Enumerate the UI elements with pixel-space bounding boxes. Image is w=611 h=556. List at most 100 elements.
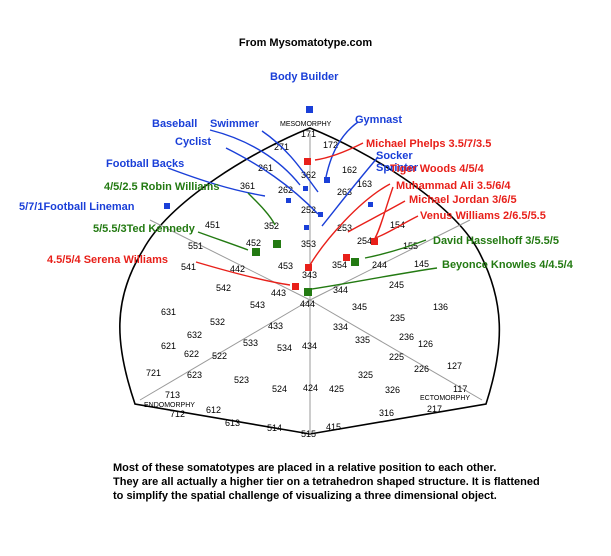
label-michael-phelps: Michael Phelps 3.5/7/3.5 xyxy=(366,138,491,150)
grid-number: 171 xyxy=(301,129,316,139)
green-labels: 4/5/2.5 Robin Williams 5/5.5/3Ted Kenned… xyxy=(93,181,574,271)
label-michael-jordan: Michael Jordan 3/6/5 xyxy=(409,194,517,206)
grid-number: 344 xyxy=(333,285,348,295)
red-markers xyxy=(292,158,378,290)
grid-number: 334 xyxy=(333,322,348,332)
blue-markers xyxy=(164,106,373,230)
grid-number: 434 xyxy=(302,341,317,351)
grid-number: 532 xyxy=(210,317,225,327)
grid-number: 515 xyxy=(301,429,316,439)
grid-number: 424 xyxy=(303,383,318,393)
grid-number: 443 xyxy=(271,288,286,298)
axis-line-ecto-up xyxy=(309,219,471,301)
grid-number: 236 xyxy=(399,332,414,342)
grid-number: 713 xyxy=(165,390,180,400)
blue-arrows xyxy=(167,121,379,227)
page-title: From Mysomatotype.com xyxy=(238,37,373,49)
marker-socker xyxy=(324,177,330,183)
marker-swimmer xyxy=(318,212,323,217)
green-arrow-robin xyxy=(247,192,276,226)
label-beyonce-knowles: Beyonce Knowles 4/4.5/4 xyxy=(442,259,574,271)
grid-number: 541 xyxy=(181,262,196,272)
grid-number: 261 xyxy=(258,163,273,173)
label-football-lineman: 5/7/1Football Lineman xyxy=(19,201,135,213)
grid-number: 217 xyxy=(427,404,442,414)
green-arrow-ted xyxy=(197,231,249,251)
grid-number: 352 xyxy=(264,221,279,231)
grid-number: 335 xyxy=(355,335,370,345)
grid-number: 126 xyxy=(418,339,433,349)
grid-number: 415 xyxy=(326,422,341,432)
grid-number: 172 xyxy=(323,140,338,150)
label-serena-williams: 4.5/5/4 Serena Williams xyxy=(47,254,168,266)
grid-number: 425 xyxy=(329,384,344,394)
grid-number: 235 xyxy=(390,313,405,323)
grid-number: 127 xyxy=(447,361,462,371)
marker-gymnast xyxy=(286,198,291,203)
marker-baseball xyxy=(303,186,308,191)
grid-number: 325 xyxy=(358,370,373,380)
grid-number: 621 xyxy=(161,341,176,351)
grid-number: 343 xyxy=(302,270,317,280)
grid-number: 316 xyxy=(379,408,394,418)
caption-line: to simplify the spatial challenge of vis… xyxy=(113,490,497,502)
blue-arrow-gymnast xyxy=(324,121,359,183)
green-arrow-hasselhoff xyxy=(364,239,427,259)
caption: Most of these somatotypes are placed in … xyxy=(113,461,573,503)
marker-sprinter xyxy=(368,202,373,207)
blue-arrow-sprinter xyxy=(321,156,379,227)
red-arrow-phelps xyxy=(314,142,364,161)
corner-label-ectomorphy: ECTOMORPHY xyxy=(420,395,470,402)
grid-number: 623 xyxy=(187,370,202,380)
grid-number: 362 xyxy=(301,170,316,180)
blue-arrow-football-backs xyxy=(167,167,266,197)
corner-label-mesomorphy: MESOMORPHY xyxy=(280,121,332,128)
label-football-backs: Football Backs xyxy=(106,158,184,170)
marker-football-lineman xyxy=(164,203,170,209)
red-labels: Michael Phelps 3.5/7/3.5 Tiger Woods 4/5… xyxy=(47,138,546,266)
red-arrow-venus xyxy=(374,215,419,239)
marker-beyonce-knowles xyxy=(304,288,312,296)
grid-number: 451 xyxy=(205,220,220,230)
label-gymnast: Gymnast xyxy=(355,114,402,126)
grid-number: 252 xyxy=(301,205,316,215)
grid-number: 551 xyxy=(188,241,203,251)
label-ted-kennedy: 5/5.5/3Ted Kennedy xyxy=(93,223,196,235)
label-tiger-woods: Tiger Woods 4/5/4 xyxy=(390,163,485,175)
grid-number: 162 xyxy=(342,165,357,175)
grid-number: 524 xyxy=(272,384,287,394)
axis-line-ecto xyxy=(309,299,483,401)
grid-number: 361 xyxy=(240,181,255,191)
marker-michael-jordan xyxy=(305,264,312,271)
grid-number: 145 xyxy=(414,259,429,269)
marker-ted-kennedy xyxy=(252,248,260,256)
corner-label-endomorphy: ENDOMORPHY xyxy=(144,402,195,409)
grid-number: 244 xyxy=(372,260,387,270)
caption-line: They are all actually a higher tier on a… xyxy=(113,476,540,488)
grid-number: 721 xyxy=(146,368,161,378)
grid-number: 453 xyxy=(278,261,293,271)
green-arrows xyxy=(197,192,438,291)
grid-number: 136 xyxy=(433,302,448,312)
marker-cyclist xyxy=(304,225,309,230)
label-sprinter: Sprinter xyxy=(376,162,419,174)
grid-number: 345 xyxy=(352,302,367,312)
grid-number: 263 xyxy=(337,187,352,197)
grid-number: 632 xyxy=(187,330,202,340)
grid-number: 254 xyxy=(357,236,372,246)
grid-number: 253 xyxy=(337,223,352,233)
label-socker: Socker xyxy=(376,150,413,162)
grid-number: 523 xyxy=(234,375,249,385)
grid-number: 154 xyxy=(390,220,405,230)
marker-venus-williams xyxy=(371,238,378,245)
grid-number: 533 xyxy=(243,338,258,348)
grid-number: 631 xyxy=(161,307,176,317)
grid-number: 354 xyxy=(332,260,347,270)
label-body-builder: Body Builder xyxy=(270,71,339,83)
grid-number: 534 xyxy=(277,343,292,353)
label-cyclist: Cyclist xyxy=(175,136,211,148)
label-venus-williams: Venus Williams 2/6.5/5.5 xyxy=(420,210,546,222)
grid-number: 326 xyxy=(385,385,400,395)
grid-number: 444 xyxy=(300,299,315,309)
